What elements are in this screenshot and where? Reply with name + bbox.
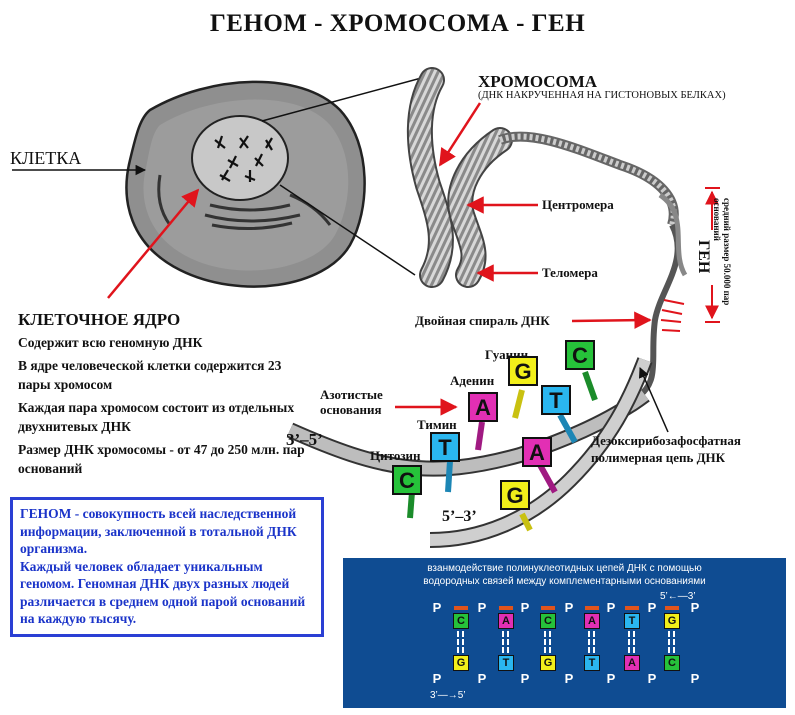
panel-phosphate-bottom-4: P (606, 671, 616, 686)
gene-size-label: средний размер 50.000 пар оснований (712, 198, 732, 306)
thymine-label: Тимин (417, 417, 457, 432)
panel-bottom-base-2: G (540, 655, 556, 671)
panel-phosphate-top-4: P (606, 600, 616, 615)
helix-pointer-arrow (571, 311, 652, 329)
panel-caption-1: взанмодействие полинуклеотидных цепей ДН… (427, 563, 702, 574)
panel-top-base-5: G (664, 613, 680, 629)
nitrogen-bases-label-2: основания (320, 402, 382, 417)
nucleus-info: КЛЕТОЧНОЕ ЯДРО Содержит всю геномную ДНК… (18, 310, 308, 482)
adenine-label: Аденин (450, 373, 495, 388)
helix-base-bottom-1: G (500, 480, 530, 510)
chromosome-label: ХРОМОСОМА (478, 72, 598, 91)
panel-phosphate-bottom-0: P (432, 671, 442, 686)
nucleus-pointer-arrow (107, 188, 200, 299)
panel-bottom-base-4: A (624, 655, 640, 671)
panel-phosphate-top-2: P (520, 600, 530, 615)
panel-top-base-3: A (584, 613, 600, 629)
panel-bottom-direction: 3’—→5’ (430, 690, 466, 701)
panel-top-cap-1 (499, 606, 513, 610)
panel-bond-b-4 (633, 631, 637, 653)
nucleus-line-4: Размер ДНК хромосомы - от 47 до 250 млн.… (18, 442, 305, 476)
panel-caption-2: водородных связей между комплементарными… (423, 576, 706, 587)
backbone-pointer-arrow (638, 367, 669, 433)
telomere-label: Теломера (542, 265, 598, 280)
panel-bond-a-0 (457, 631, 461, 653)
chromosome-pointer-arrow (438, 102, 482, 167)
panel-top-base-1: A (498, 613, 514, 629)
double-helix-label: Двойная спираль ДНК (415, 313, 550, 328)
direction-bottom-label: 5’–3’ (442, 508, 477, 525)
helix-base-top-5: C (392, 465, 422, 495)
panel-top-cap-4 (625, 606, 639, 610)
panel-bottom-base-3: T (584, 655, 600, 671)
panel-bottom-base-5: C (664, 655, 680, 671)
panel-top-base-4: T (624, 613, 640, 629)
direction-left-label: 3’–5’ (286, 430, 323, 449)
panel-phosphate-bottom-6: P (690, 671, 700, 686)
panel-top-base-0: C (453, 613, 469, 629)
gene-label: ГЕН (695, 240, 712, 274)
helix-base-top-2: T (541, 385, 571, 415)
helix-base-top-0: G (508, 356, 538, 386)
nitrogen-bases-label-1: Азотистые (320, 387, 383, 402)
panel-phosphate-bottom-5: P (647, 671, 657, 686)
panel-phosphate-top-3: P (564, 600, 574, 615)
base-stems (407, 370, 598, 532)
chromosome-sublabel: (ДНК НАКРУЧЕННАЯ НА ГИСТОНОВЫХ БЕЛКАХ) (478, 90, 726, 101)
cell-illustration (125, 80, 366, 288)
panel-bond-a-5 (668, 631, 672, 653)
panel-bond-a-4 (628, 631, 632, 653)
panel-top-cap-0 (454, 606, 468, 610)
helix-base-bottom-0: A (522, 437, 552, 467)
panel-bond-b-3 (593, 631, 597, 653)
cytosine-label: Цитозин (370, 448, 421, 463)
helix-base-top-3: C (565, 340, 595, 370)
gene-stripes (660, 299, 685, 332)
panel-phosphate-top-5: P (647, 600, 657, 615)
gene-bracket (705, 187, 720, 323)
helix-base-top-1: A (468, 392, 498, 422)
cell-label: КЛЕТКА (10, 148, 82, 168)
backbone-label-1: Дезоксирибозафосфатная (591, 433, 741, 448)
centromere-label: Центромера (542, 197, 614, 212)
panel-bottom-base-0: G (453, 655, 469, 671)
panel-bond-b-1 (507, 631, 511, 653)
panel-bond-a-1 (502, 631, 506, 653)
genome-text-2: Каждый человек обладает уникальным геном… (20, 558, 306, 627)
nucleus-line-3: Каждая пара хромосом состоит из отдельны… (18, 400, 295, 434)
nucleus-line-1: Содержит всю геномную ДНК (18, 335, 203, 350)
panel-phosphate-top-1: P (477, 600, 487, 615)
nucleus (191, 115, 289, 201)
nucleus-line-2: В ядре человеческой клетки содержится 23… (18, 358, 282, 392)
panel-bond-b-0 (462, 631, 466, 653)
panel-top-direction: 5’←—3’ (660, 591, 696, 602)
helix-base-top-4: T (430, 432, 460, 462)
panel-bond-a-2 (544, 631, 548, 653)
panel-bottom-base-1: T (498, 655, 514, 671)
panel-phosphate-bottom-3: P (564, 671, 574, 686)
panel-top-cap-3 (585, 606, 599, 610)
panel-bond-a-3 (588, 631, 592, 653)
base-pairing-panel (343, 558, 786, 708)
dna-helix (286, 357, 653, 548)
cell-chromosomes-small (214, 135, 273, 182)
panel-phosphate-bottom-1: P (477, 671, 487, 686)
genome-text-1: ГЕНОМ - совокупность всей наследственной… (20, 506, 297, 556)
panel-phosphate-top-6: P (690, 600, 700, 615)
panel-phosphate-bottom-2: P (520, 671, 530, 686)
backbone-label-2: полимерная цепь ДНК (591, 450, 726, 465)
panel-phosphate-top-0: P (432, 600, 442, 615)
panel-bond-b-5 (673, 631, 677, 653)
panel-top-cap-2 (541, 606, 555, 610)
page-title: ГЕНОМ - ХРОМОСОМА - ГЕН (209, 10, 586, 37)
dna-strand (638, 192, 688, 398)
panel-bond-b-2 (549, 631, 553, 653)
panel-top-base-2: C (540, 613, 556, 629)
panel-top-cap-5 (665, 606, 679, 610)
nucleus-heading: КЛЕТОЧНОЕ ЯДРО (18, 310, 181, 329)
chromosome (406, 67, 679, 288)
genome-definition-box: ГЕНОМ - совокупность всей наследственной… (10, 497, 324, 637)
